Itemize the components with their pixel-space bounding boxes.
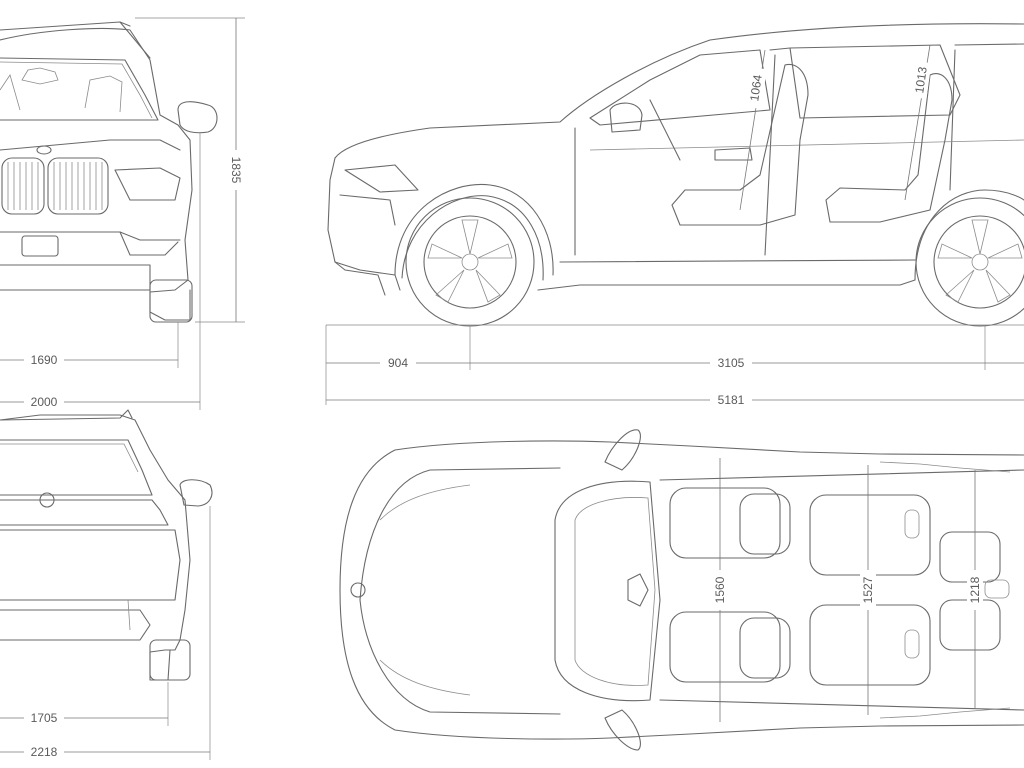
svg-text:1705: 1705 [31,711,58,725]
svg-text:1835: 1835 [229,157,243,184]
middle-shoulder-label: 1527 [860,570,876,610]
rear-width-label: 2218 [24,744,64,760]
front-overhang-label: 904 [380,355,416,371]
overall-width-label: 2000 [24,394,64,410]
height-label: 1835 [228,150,244,190]
wheelbase-label: 3105 [710,355,752,371]
dimension-labels: 1690 2000 904 3105 5181 1705 2218 [24,61,983,760]
overall-length-label: 5181 [710,392,752,408]
svg-text:3105: 3105 [718,356,745,370]
front-track-label: 1690 [24,352,64,368]
svg-text:1013: 1013 [912,65,930,94]
side-view [325,23,1024,405]
svg-text:2218: 2218 [31,745,58,759]
svg-text:1064: 1064 [747,73,765,102]
rear-headroom-label: 1013 [910,61,932,99]
front-headroom-label: 1064 [745,67,767,109]
svg-text:5181: 5181 [718,393,745,407]
top-view [339,429,1024,751]
svg-text:1560: 1560 [713,576,727,603]
front-shoulder-label: 1560 [712,570,728,610]
svg-text:904: 904 [388,356,408,370]
rear-shoulder-label: 1218 [967,570,983,610]
rear-track-label: 1705 [24,710,64,726]
svg-text:2000: 2000 [31,395,58,409]
svg-text:1218: 1218 [968,576,982,603]
svg-text:1690: 1690 [31,353,58,367]
svg-text:1527: 1527 [861,576,875,603]
front-view [0,17,245,410]
rear-view [0,409,213,760]
